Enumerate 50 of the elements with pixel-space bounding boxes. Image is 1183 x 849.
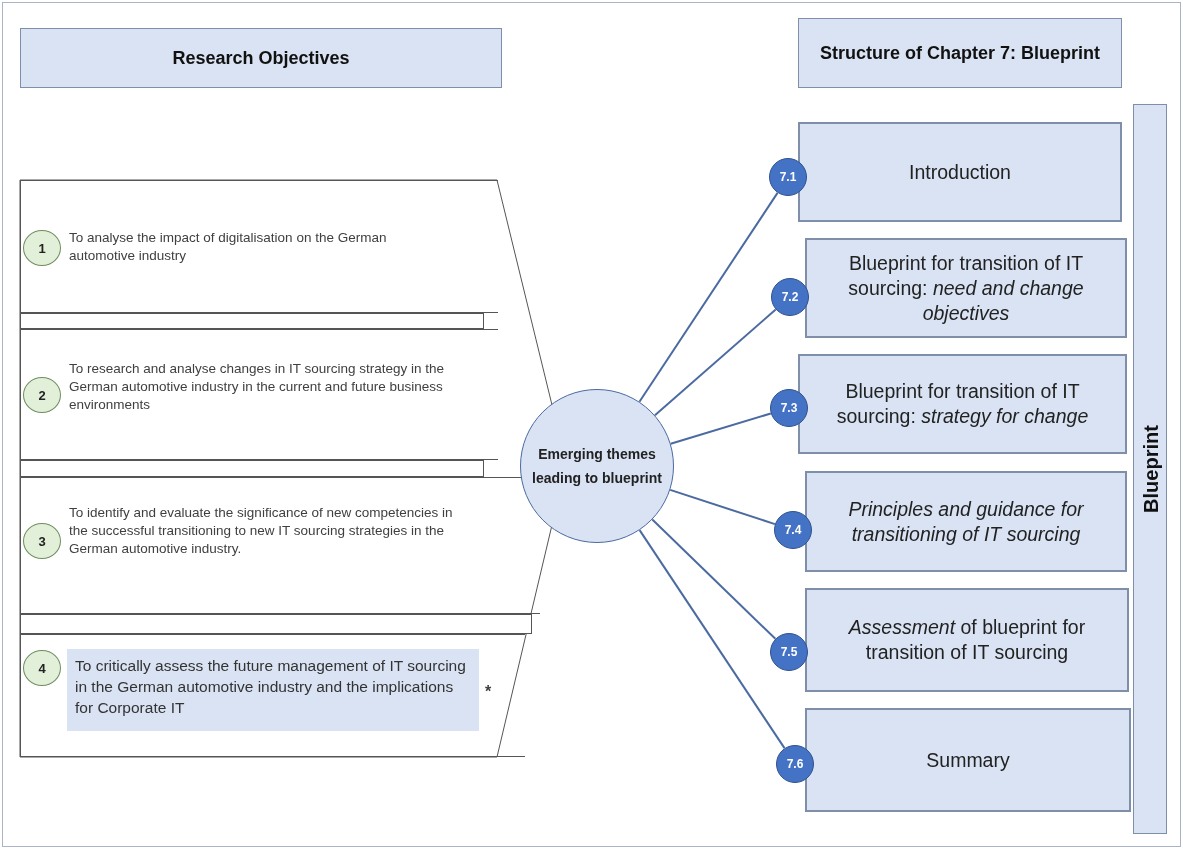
highlighted-text: [67, 649, 479, 731]
objective-text: To analyse the impact of digitalisation on the German automotive industry: [69, 229, 388, 265]
number-label: 1: [38, 240, 46, 256]
connector-line: [653, 308, 777, 417]
objective-panel: [20, 329, 498, 460]
objective-text: To identify and evaluate the significance of new competencies in the successful transitioning to new IT sourcing strategies in the German automotive industry.: [69, 504, 454, 558]
objective-panel: [20, 634, 525, 757]
section-number: 7.5: [780, 645, 798, 659]
section-title: Blueprint for transition of IT sourcing: need and change objectives: [847, 250, 1085, 326]
section-number: 7.4: [784, 523, 802, 537]
objective-text: To research and analyse changes in IT sourcing strategy in the German automotive industry in the current and future business environments: [69, 360, 445, 414]
section-badge: [769, 158, 807, 196]
heading-text: Structure of Chapter 7: Blueprint: [820, 42, 1100, 64]
band-label: Blueprint: [1139, 425, 1163, 513]
objective-panel: [20, 180, 498, 313]
heading-box: [798, 18, 1122, 88]
connector-line: [669, 412, 772, 445]
section-badge: [776, 745, 814, 783]
heading-box: [20, 28, 502, 88]
heading-text: Research Objectives: [172, 47, 350, 69]
section-box: [805, 708, 1131, 812]
section-badge: [771, 278, 809, 316]
section-title: Assessment of blueprint for transition of IT sourcing: [847, 615, 1087, 665]
objective-text: To critically assess the future management of IT sourcing in the German automotive industry and the implications for Corporate IT: [75, 657, 466, 716]
section-number: 7.2: [781, 290, 799, 304]
section-title: Introduction: [909, 159, 1011, 185]
connector-line: [669, 488, 776, 526]
blueprint-band: [1133, 104, 1167, 834]
section-box: [805, 471, 1127, 572]
connector-line: [638, 529, 786, 750]
section-number: 7.3: [780, 401, 798, 415]
section-badge: [774, 511, 812, 549]
asterisk-mark: *: [485, 683, 492, 701]
section-box: [805, 238, 1127, 338]
section-box: [798, 354, 1127, 454]
theme-label: Emerging themes leading to blueprint: [532, 445, 662, 488]
section-title: Blueprint for transition of IT sourcing: strategy for change: [835, 379, 1090, 429]
section-number: 7.6: [786, 757, 804, 771]
number-label: 4: [38, 660, 46, 676]
section-box: [805, 588, 1129, 692]
section-badge: [770, 633, 808, 671]
section-title: Principles and guidance for transitioning of IT sourcing: [847, 496, 1085, 547]
connector-line: [638, 191, 779, 403]
connector-line: [651, 518, 777, 640]
section-title: Summary: [926, 747, 1010, 773]
number-label: 2: [38, 387, 46, 403]
section-badge: [770, 389, 808, 427]
number-label: 3: [38, 533, 46, 549]
section-box: [798, 122, 1122, 222]
section-number: 7.1: [779, 170, 797, 184]
